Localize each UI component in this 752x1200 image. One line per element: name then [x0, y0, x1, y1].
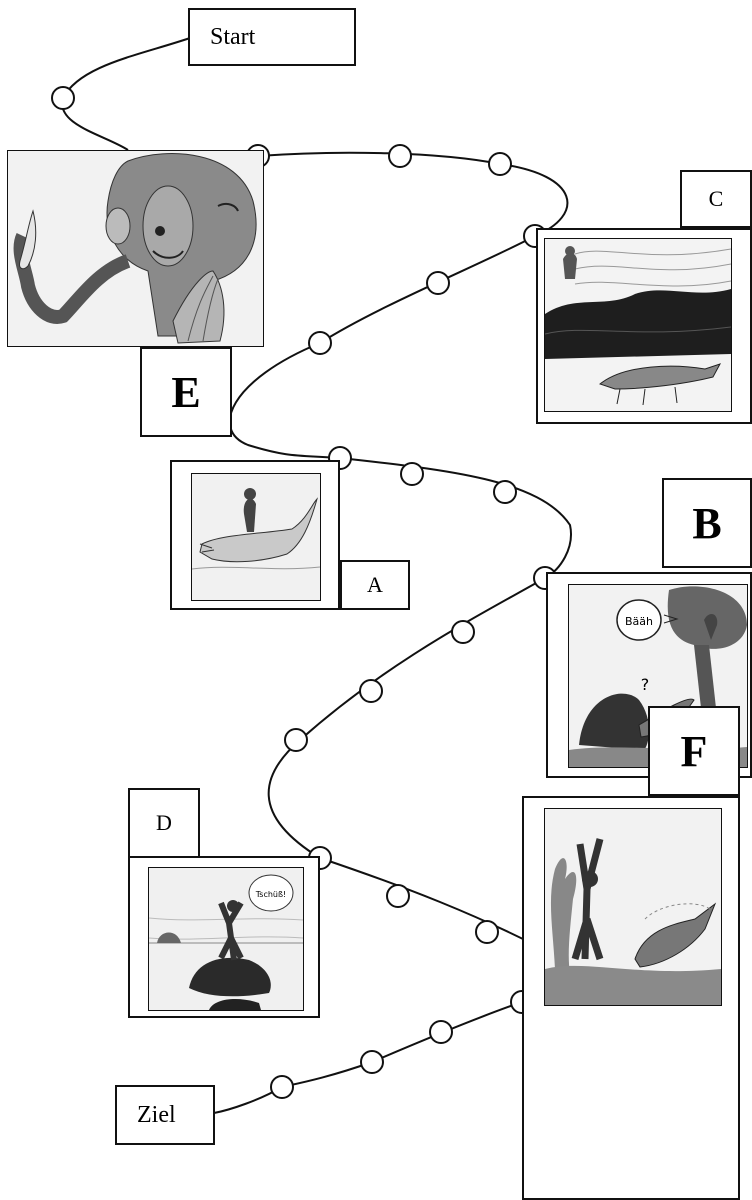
picture-a [170, 460, 340, 610]
label-b: B [692, 498, 722, 548]
label-e-box: E [140, 347, 232, 437]
label-d-box: D [128, 788, 200, 858]
celebration-drawing [545, 809, 721, 1005]
river-drawing [545, 239, 731, 411]
station [400, 462, 424, 486]
picture-c [536, 228, 752, 424]
station [270, 1075, 294, 1099]
label-f-box: F [648, 706, 740, 796]
station [488, 152, 512, 176]
label-e: E [171, 367, 201, 417]
picture-e [7, 150, 264, 347]
station [429, 1020, 453, 1044]
speech-bubble-text: Bääh [625, 615, 653, 628]
station [360, 1050, 384, 1074]
picture-d: Tschüß! [128, 856, 320, 1018]
label-f: F [680, 726, 708, 776]
label-a-box: A [340, 560, 410, 610]
goal-label: Ziel [137, 1101, 176, 1128]
start-label: Start [210, 23, 256, 50]
question-mark: ? [641, 675, 650, 694]
crocodile-ride-drawing [192, 474, 320, 600]
label-c: C [708, 186, 724, 211]
station [359, 679, 383, 703]
label-c-box: C [680, 170, 752, 228]
speech-bubble [616, 599, 662, 641]
turtle-wave-drawing: Tschüß! [149, 868, 303, 1010]
speech-bubble-text: Tschüß! [255, 890, 287, 899]
picture-f [522, 796, 740, 1200]
label-b-box: B [662, 478, 752, 568]
start-box: Start [188, 8, 356, 66]
station [493, 480, 517, 504]
station [475, 920, 499, 944]
station [388, 144, 412, 168]
station [51, 86, 75, 110]
label-d: D [156, 810, 172, 835]
label-a: A [367, 572, 383, 597]
station [284, 728, 308, 752]
goal-box: Ziel [115, 1085, 215, 1145]
station [386, 884, 410, 908]
station [426, 271, 450, 295]
station [451, 620, 475, 644]
station [308, 331, 332, 355]
monkey-drawing [8, 151, 263, 346]
